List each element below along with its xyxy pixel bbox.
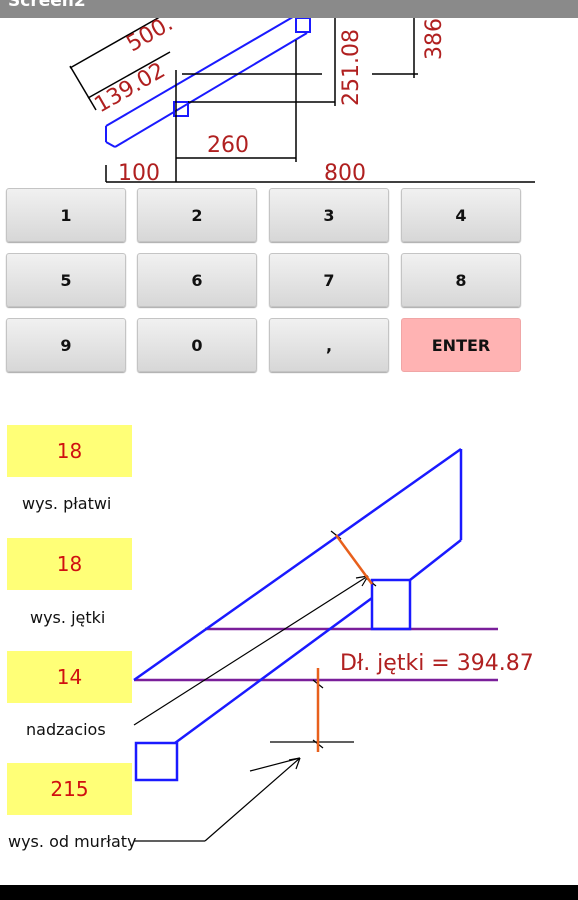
dim-overhang: 100 — [118, 161, 160, 186]
dim-height-right: 386 — [422, 18, 447, 60]
key-5[interactable]: 5 — [6, 253, 126, 307]
key-0[interactable]: 0 — [137, 318, 257, 372]
wallplate-height-label: wys. od murłaty — [8, 832, 137, 851]
app-title: Screen2 — [8, 0, 86, 11]
roof-dimension-drawing: 500. 139.02 251.08 386 260 100 800 — [69, 11, 535, 186]
key-3[interactable]: 3 — [269, 188, 389, 242]
measure-markers — [316, 534, 374, 752]
rafter-profile — [133, 447, 463, 782]
key-7[interactable]: 7 — [269, 253, 389, 307]
notch-field[interactable]: 14 — [7, 651, 132, 703]
key-6[interactable]: 6 — [137, 253, 257, 307]
key-1[interactable]: 1 — [6, 188, 126, 242]
key-9[interactable]: 9 — [6, 318, 126, 372]
dimension-lines — [69, 13, 535, 183]
enter-button[interactable]: ENTER — [401, 318, 521, 372]
key-2[interactable]: 2 — [137, 188, 257, 242]
purlin-height-label: wys. płatwi — [22, 494, 112, 513]
collar-lines — [134, 627, 498, 682]
collar-length-result: Dł. jętki = 394.87 — [340, 651, 534, 676]
dim-span: 800 — [324, 161, 366, 186]
collar-height-field[interactable]: 18 — [7, 538, 132, 590]
collar-height-label: wys. jętki — [30, 608, 106, 627]
purlin-height-field[interactable]: 18 — [7, 425, 132, 477]
dim-span-inner: 260 — [207, 133, 249, 158]
navigation-bar — [0, 885, 578, 900]
pointer-arrows — [133, 530, 377, 842]
key-comma[interactable]: , — [269, 318, 389, 372]
dim-rise: 251.08 — [339, 29, 364, 106]
notch-label: nadzacios — [26, 720, 106, 739]
wallplate-height-field[interactable]: 215 — [7, 763, 132, 815]
key-8[interactable]: 8 — [401, 253, 521, 307]
title-bar: Screen2 — [0, 0, 578, 18]
rafter-outline — [105, 13, 311, 148]
key-4[interactable]: 4 — [401, 188, 521, 242]
